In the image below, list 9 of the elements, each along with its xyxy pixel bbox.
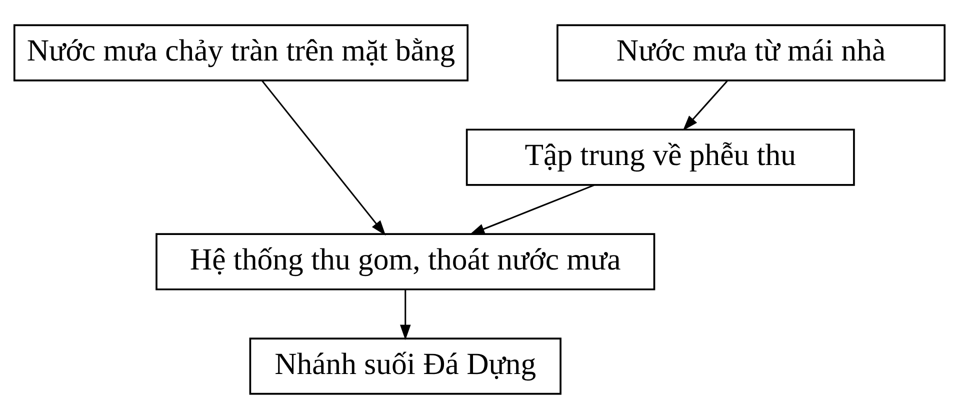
node-box: Hệ thống thu gom, thoát nước mưa (156, 232, 656, 290)
node-box: Tập trung về phễu thu (466, 128, 855, 186)
node-box: Nhánh suối Đá Dựng (249, 337, 562, 394)
arrow (262, 80, 386, 236)
arrow (400, 289, 411, 340)
node-box: Nước mưa chảy tràn trên mặt bằng (13, 24, 469, 81)
node-box: Nước mưa từ mái nhà (556, 24, 946, 81)
arrow (469, 184, 594, 234)
arrow (682, 80, 728, 130)
